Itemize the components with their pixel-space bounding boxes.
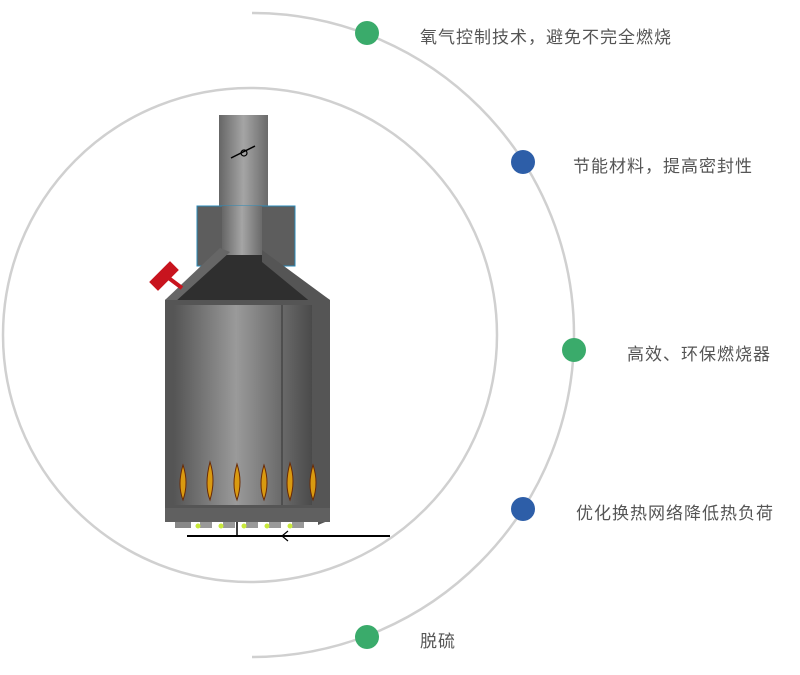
- nozzle: [223, 522, 235, 528]
- chimney-pipe: [219, 115, 268, 210]
- feature-label-energy-saving: 节能材料，提高密封性: [573, 157, 753, 177]
- flame-icon: [179, 463, 187, 502]
- nozzle-row: [175, 522, 304, 529]
- outer-arc: [251, 11, 576, 659]
- flame-icon: [286, 461, 294, 502]
- burner-illustration: [149, 115, 390, 542]
- flame-icon: [260, 463, 268, 502]
- feature-label-desulfurization: 脱硫: [420, 632, 456, 652]
- nozzle-tip: [218, 523, 224, 529]
- chamber-base: [165, 508, 330, 522]
- nozzle-tip: [287, 523, 293, 529]
- feature-dot-4: [511, 497, 535, 521]
- nozzle-tip: [241, 523, 247, 529]
- flame-row: [179, 460, 317, 502]
- damper-icon: [230, 145, 256, 159]
- nozzle-tip: [195, 523, 201, 529]
- nozzle: [246, 522, 258, 528]
- feature-label-oxygen-control: 氧气控制技术，避免不完全燃烧: [420, 28, 672, 48]
- handle-icon: [149, 261, 184, 291]
- feature-dot-1: [355, 21, 379, 45]
- outer-shell-right: [262, 250, 330, 525]
- inner-pipe: [222, 206, 262, 256]
- feature-label-heat-exchange: 优化换热网络降低热负荷: [576, 504, 774, 524]
- nozzle: [292, 522, 304, 528]
- nozzle-tip: [264, 523, 270, 529]
- nozzle: [175, 522, 191, 528]
- feature-dot-2: [511, 150, 535, 174]
- inner-circle: [1, 86, 499, 584]
- nozzle: [269, 522, 281, 528]
- feature-dot-3: [562, 338, 586, 362]
- flame-icon: [206, 460, 214, 502]
- flame-icon: [233, 462, 241, 502]
- nozzle: [200, 522, 212, 528]
- flow-arrow-icon: [281, 530, 289, 542]
- flame-icon: [309, 463, 317, 502]
- feature-label-efficient-burner: 高效、环保燃烧器: [627, 345, 771, 365]
- feature-dot-5: [355, 625, 379, 649]
